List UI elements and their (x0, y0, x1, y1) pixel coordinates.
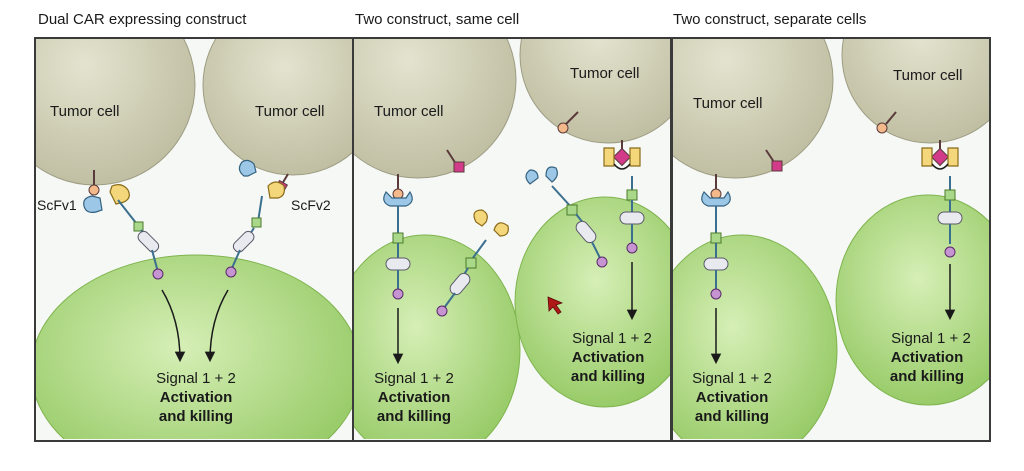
signal-arrow-right (204, 289, 229, 363)
panel-dual-car: Tumor cell Tumor cell ScFv1 ScFv2 Signal… (34, 37, 354, 442)
panel-title-two-construct-separate-cells: Two construct, separate cells (673, 11, 867, 28)
signal-label: Signal 1 + 2 (572, 330, 652, 347)
car-receptor-yellow-bound (603, 147, 645, 254)
t-cell-left (354, 234, 521, 439)
signal-label: Signal 1 + 2 (156, 370, 236, 387)
signal-arrow-left (161, 289, 186, 363)
car-receptor-blue-unbound (525, 166, 608, 268)
panel-two-construct-same-cell: Tumor cell Tumor cell Signal 1 + 2 Activ… (352, 37, 672, 442)
t-cell-left (673, 234, 838, 439)
dual-car-receptor-right (225, 159, 285, 278)
car-receptor-blue (383, 190, 413, 300)
killing-label: and killing (890, 368, 964, 385)
panel-title-two-construct-same-cell: Two construct, same cell (355, 11, 520, 28)
activation-label: Activation (160, 389, 233, 406)
antigen-orange-icon (88, 170, 100, 196)
tumor-cell-label: Tumor cell (374, 103, 443, 120)
tumor-cell-right (841, 39, 989, 144)
cursor-icon (547, 296, 564, 315)
tumor-cell-label: Tumor cell (50, 103, 119, 120)
scfv1-label: ScFv1 (37, 197, 77, 213)
antigen-magenta-icon (765, 149, 783, 172)
tumor-cell-label: Tumor cell (570, 65, 639, 82)
killing-label: and killing (377, 408, 451, 425)
antigen-orange-icon (557, 111, 579, 134)
killing-label: and killing (571, 368, 645, 385)
signal-label: Signal 1 + 2 (891, 330, 971, 347)
panel-two-construct-separate-cells: Tumor cell Tumor cell Signal 1 + 2 Activ… (671, 37, 991, 442)
tumor-cell-left (354, 39, 517, 179)
scfv2-label: ScFv2 (291, 197, 331, 213)
t-cell (36, 254, 352, 439)
antigen-magenta-icon (612, 140, 632, 167)
tumor-cell-right (519, 39, 670, 144)
tumor-cell-left (673, 39, 834, 179)
antigen-magenta-icon (930, 140, 950, 167)
antigen-magenta-icon (446, 149, 465, 173)
car-receptor-blue (701, 190, 731, 300)
activation-label: Activation (378, 389, 451, 406)
tumor-cell-label: Tumor cell (893, 67, 962, 84)
dual-car-receptor-left (83, 184, 164, 280)
killing-label: and killing (159, 408, 233, 425)
activation-label: Activation (891, 349, 964, 366)
tumor-cell-label: Tumor cell (255, 103, 324, 120)
killing-label: and killing (695, 408, 769, 425)
car-receptor-yellow-bound (921, 147, 963, 258)
tumor-cell-right (202, 39, 352, 176)
activation-label: Activation (696, 389, 769, 406)
panel-title-dual-car: Dual CAR expressing construct (38, 11, 247, 28)
car-receptor-yellow (436, 209, 509, 317)
signal-label: Signal 1 + 2 (692, 370, 772, 387)
antigen-orange-icon (876, 111, 897, 134)
tumor-cell-label: Tumor cell (693, 95, 762, 112)
activation-label: Activation (572, 349, 645, 366)
antigen-orange-icon (392, 174, 404, 200)
signal-label: Signal 1 + 2 (374, 370, 454, 387)
